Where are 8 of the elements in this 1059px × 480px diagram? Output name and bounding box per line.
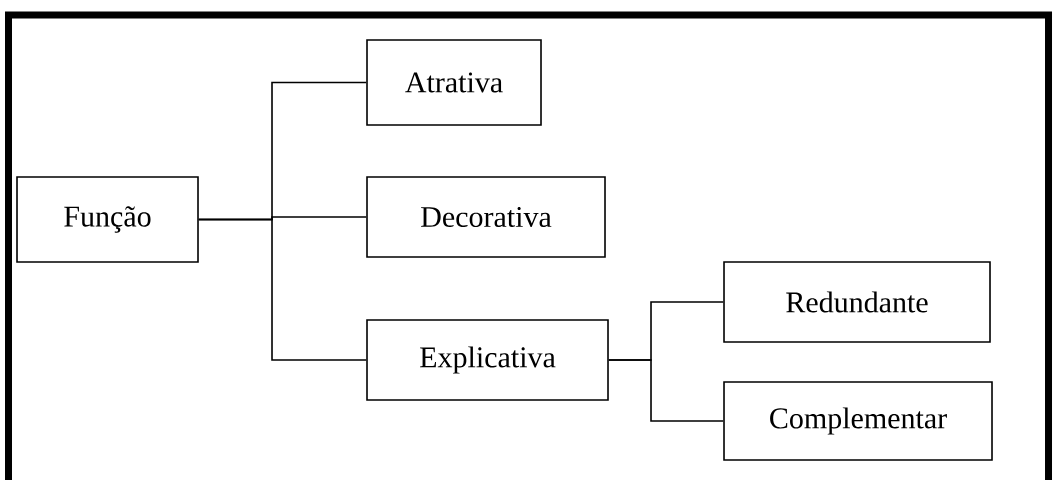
- category-box: Decorativa: [366, 176, 606, 258]
- connector-line: [198, 218, 367, 361]
- category-box: Redundante: [723, 261, 991, 343]
- category-box: Atrativa: [366, 39, 542, 126]
- connector-line: [608, 359, 724, 422]
- category-box: Função: [16, 176, 199, 263]
- category-box: Complementar: [723, 381, 993, 461]
- category-box: Explicativa: [366, 319, 609, 401]
